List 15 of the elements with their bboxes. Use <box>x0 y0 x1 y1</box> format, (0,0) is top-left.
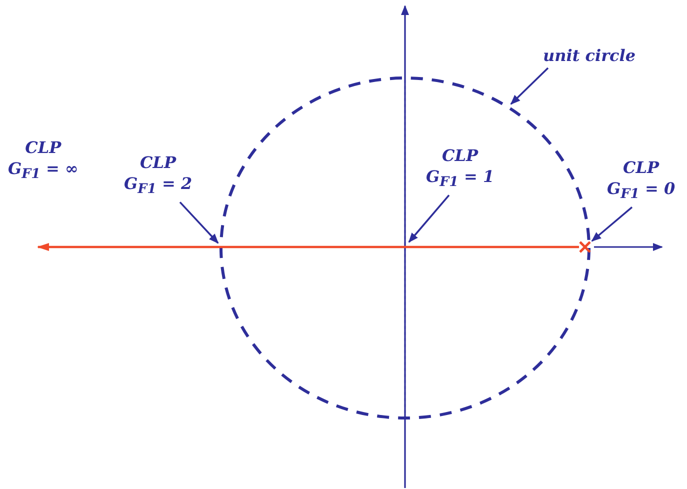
gain-formula: G$_{F1}$ = 0 <box>607 178 676 204</box>
callout-text: unit circle <box>543 45 636 66</box>
gain-formula: G$_{F1}$ = ∞ <box>8 158 78 184</box>
leader-arrow <box>408 194 450 243</box>
point-label-heading: CLP <box>622 157 660 178</box>
leader-arrow <box>510 67 549 105</box>
dashed-circle <box>219 76 591 420</box>
point-label-heading: CLP <box>139 152 178 173</box>
leader-arrow <box>179 202 219 244</box>
cross-mark <box>578 240 592 254</box>
gain-formula: G$_{F1}$ = 2 <box>124 173 192 200</box>
point-label-heading: CLP <box>24 137 62 158</box>
gain-formula: G$_{F1}$ = 1 <box>426 166 494 192</box>
point-label-heading: CLP <box>441 145 480 166</box>
leader-arrow <box>591 206 633 242</box>
